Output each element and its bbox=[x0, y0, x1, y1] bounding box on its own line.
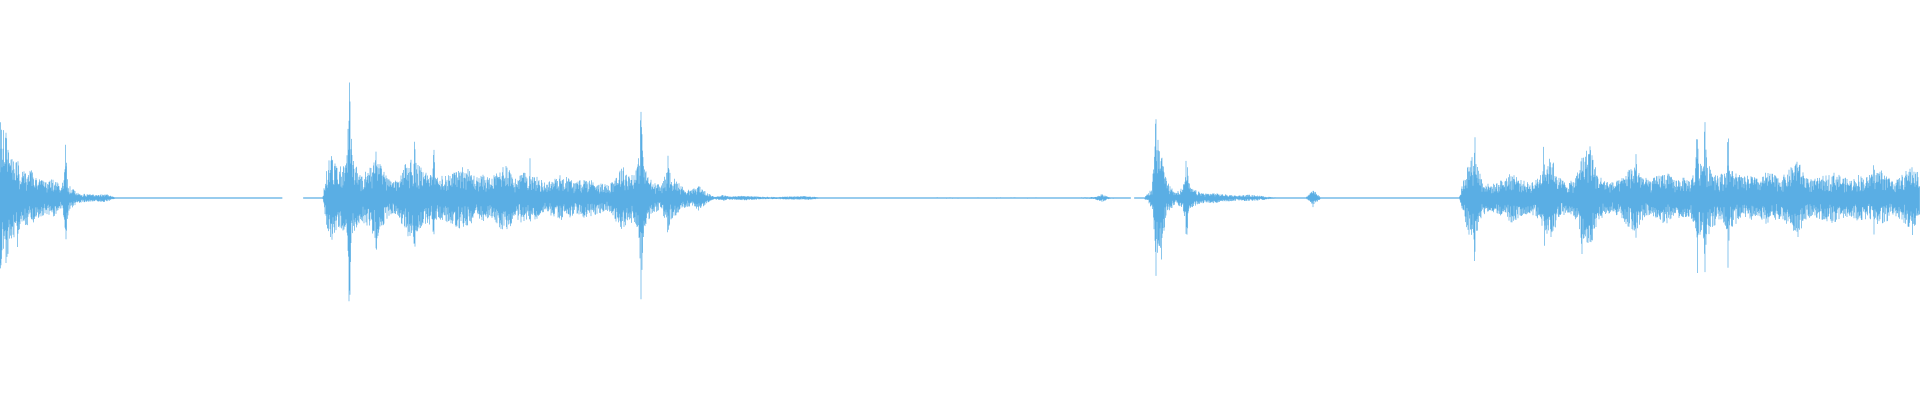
waveform-samples bbox=[0, 82, 1920, 302]
waveform-trace bbox=[0, 82, 1920, 302]
